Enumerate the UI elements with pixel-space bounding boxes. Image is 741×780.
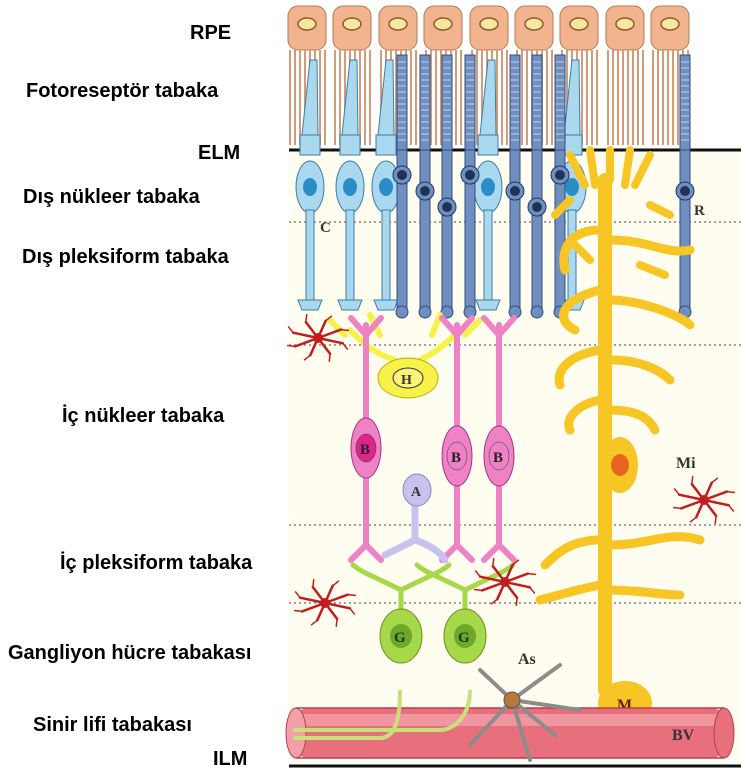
microglia-branch <box>673 507 681 508</box>
microglia-body <box>313 333 323 343</box>
rpe-nucleus <box>525 18 543 30</box>
microglia-branch <box>287 345 295 346</box>
rpe-nucleus <box>570 18 588 30</box>
microglia-branch <box>715 516 716 524</box>
rod-spherule <box>419 306 431 318</box>
rod-nucleus <box>532 202 542 212</box>
cone-axon <box>306 210 314 300</box>
rod-outer-segment <box>465 55 475 150</box>
rpe-nucleus <box>389 18 407 30</box>
microglia-branch <box>306 314 307 322</box>
rod-fiber <box>532 150 542 310</box>
microglia-branch <box>727 492 735 493</box>
rod-spherule <box>531 306 543 318</box>
horizontal-label: H <box>401 373 412 388</box>
cone-pedicle <box>298 300 322 310</box>
rod-outer-segment <box>420 55 430 150</box>
rod-nucleus <box>465 170 475 180</box>
blood-vessel <box>286 708 734 758</box>
rod-nucleus <box>555 170 565 180</box>
cone-axon <box>484 210 492 300</box>
microglia-branch <box>313 579 314 587</box>
microglia-branch <box>294 610 302 611</box>
microglia-branch <box>336 619 337 627</box>
rpe-cell <box>606 6 644 145</box>
microglia-branch <box>348 595 356 596</box>
cone-nucleus <box>481 178 495 196</box>
cone-inner-segment <box>300 135 320 155</box>
rod-spherule <box>396 306 408 318</box>
rod-label: R <box>694 203 705 219</box>
rod-outer-segment <box>510 55 520 150</box>
blood-vessel-label: BV <box>672 727 695 744</box>
microglia-branch <box>474 589 482 590</box>
rpe-nucleus <box>480 18 498 30</box>
cone-nucleus <box>303 178 317 196</box>
rpe-nucleus <box>298 18 316 30</box>
cone-axon <box>568 210 576 300</box>
cone-inner-segment <box>376 135 396 155</box>
rod-outer-segment <box>680 55 690 150</box>
bipolar-label: B <box>493 450 503 466</box>
microglia-branch <box>516 598 517 606</box>
microglia-label: Mi <box>676 455 696 472</box>
microglia-branch <box>528 574 536 575</box>
cone-pedicle <box>476 300 500 310</box>
cone-pedicle <box>338 300 362 310</box>
cone-inner-segment <box>478 135 498 155</box>
cone-nucleus <box>343 178 357 196</box>
cone-axon <box>346 210 354 300</box>
cone-pedicle <box>374 300 398 310</box>
rpe-nucleus <box>343 18 361 30</box>
rpe-nucleus <box>616 18 634 30</box>
microglia-body <box>320 598 330 608</box>
microglia-branch <box>329 354 330 362</box>
microglia-branch <box>493 558 494 566</box>
microglia-body <box>699 495 709 505</box>
bipolar-label: B <box>360 442 370 458</box>
rod-outer-segment <box>397 55 407 150</box>
amacrine-label: A <box>411 485 422 500</box>
rod-nucleus <box>420 186 430 196</box>
rod-fiber <box>420 150 430 310</box>
bipolar-label: B <box>451 450 461 466</box>
cone-inner-segment <box>340 135 360 155</box>
cone-label: C <box>320 220 331 236</box>
rod-fiber <box>442 150 452 310</box>
muller-nucleus <box>611 454 629 476</box>
rod-nucleus <box>680 186 690 196</box>
rod-outer-segment <box>532 55 542 150</box>
rod-nucleus <box>442 202 452 212</box>
microglia-branch <box>341 330 349 331</box>
cone-nucleus <box>379 178 393 196</box>
rod-outer-segment <box>442 55 452 150</box>
ganglion-label: G <box>458 630 470 646</box>
rpe-nucleus <box>434 18 452 30</box>
rod-outer-segment <box>555 55 565 150</box>
rod-nucleus <box>397 170 407 180</box>
microglia-body <box>500 577 510 587</box>
rod-fiber <box>680 150 690 310</box>
rod-nucleus <box>510 186 520 196</box>
rod-fiber <box>510 150 520 310</box>
astrocyte-body <box>504 692 520 708</box>
microglia-branch <box>692 476 693 484</box>
cone-axon <box>382 210 390 300</box>
ganglion-label: G <box>394 630 406 646</box>
rpe-nucleus <box>661 18 679 30</box>
astrocyte-label: As <box>518 651 536 668</box>
